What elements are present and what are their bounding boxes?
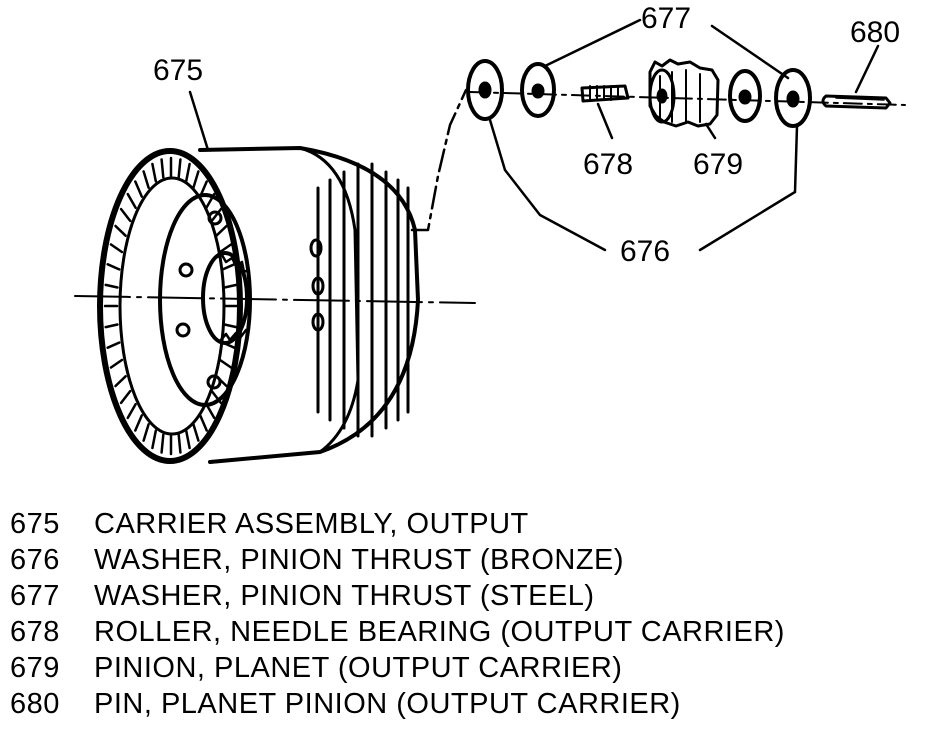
ring-gear-tooth — [134, 414, 144, 432]
legend-number: 679 — [10, 652, 60, 684]
callout-679: 679 — [693, 148, 743, 181]
carrier-assembly-drawing — [74, 88, 476, 464]
legend-row-677: 677 WASHER, PINION THRUST (STEEL) — [10, 580, 910, 616]
ring-gear-tooth — [192, 423, 200, 442]
ring-gear-tooth — [151, 429, 158, 450]
callout-677: 677 — [641, 2, 691, 35]
ring-gear-tooth — [160, 158, 165, 179]
ring-gear-tooth — [119, 207, 132, 223]
legend-number: 676 — [10, 544, 60, 576]
ring-gear-tooth — [223, 323, 238, 329]
ring-gear-tooth — [114, 375, 127, 388]
ring-gear-tooth — [109, 358, 124, 369]
ring-gear-tooth — [126, 402, 137, 420]
ring-gear-tooth — [221, 263, 236, 271]
ring-gear-tooth — [160, 433, 165, 454]
planet-pinion-gear — [648, 58, 720, 128]
ring-gear-tooth — [119, 389, 132, 405]
ring-gear-tooth — [223, 283, 238, 289]
bronze-washer-right — [774, 68, 812, 128]
ring-gear-tooth — [210, 207, 223, 223]
legend-row-676: 676 WASHER, PINION THRUST (BRONZE) — [10, 544, 910, 580]
ring-gear-tooth — [215, 224, 228, 237]
legend-description: WASHER, PINION THRUST (BRONZE) — [94, 544, 625, 576]
ring-gear-tooth — [142, 170, 150, 189]
ring-gear-tooth — [114, 224, 127, 237]
legend-description: CARRIER ASSEMBLY, OUTPUT — [94, 508, 529, 540]
steel-washer-left — [520, 62, 556, 118]
bronze-washer-left — [466, 59, 504, 121]
pinion-pin — [821, 94, 892, 110]
legend-description: WASHER, PINION THRUST (STEEL) — [94, 580, 595, 612]
exploded-parts-diagram: 675 677 680 678 679 676 — [74, 2, 906, 464]
ring-gear-tooth — [106, 341, 121, 349]
legend-number: 680 — [10, 688, 60, 720]
ring-gear-tooth — [142, 423, 150, 442]
pinion-parts-drawing — [466, 58, 906, 128]
parts-legend: 675 CARRIER ASSEMBLY, OUTPUT 676 WASHER,… — [10, 508, 910, 724]
callout-676: 676 — [620, 235, 670, 268]
ring-gear-tooth — [198, 414, 208, 432]
legend-number: 678 — [10, 616, 60, 648]
legend-number: 677 — [10, 580, 60, 612]
ring-gear-tooth — [134, 180, 144, 198]
ring-gear-tooth — [192, 170, 200, 189]
leader-lines — [188, 18, 880, 252]
ring-gear-tooth — [126, 192, 137, 210]
legend-row-678: 678 ROLLER, NEEDLE BEARING (OUTPUT CARRI… — [10, 616, 910, 652]
ring-gear-tooth — [218, 243, 233, 254]
ring-gear-tooth — [218, 358, 233, 369]
ring-gear-tooth — [104, 323, 119, 329]
ring-gear-tooth — [109, 243, 124, 254]
needle-bearing — [580, 84, 630, 103]
callout-675: 675 — [153, 54, 203, 87]
legend-description: PINION, PLANET (OUTPUT CARRIER) — [94, 652, 623, 684]
legend-description: ROLLER, NEEDLE BEARING (OUTPUT CARRIER) — [94, 616, 785, 648]
legend-row-675: 675 CARRIER ASSEMBLY, OUTPUT — [10, 508, 910, 544]
ring-gear-tooth — [184, 162, 191, 183]
callout-680: 680 — [850, 16, 900, 49]
legend-number: 675 — [10, 508, 60, 540]
ring-gear-tooth — [106, 263, 121, 271]
ring-gear-tooth — [104, 283, 119, 289]
ring-gear-tooth — [177, 158, 182, 179]
legend-row-679: 679 PINION, PLANET (OUTPUT CARRIER) — [10, 652, 910, 688]
callout-678: 678 — [583, 148, 633, 181]
ring-gear-tooth — [151, 162, 158, 183]
legend-description: PIN, PLANET PINION (OUTPUT CARRIER) — [94, 688, 681, 720]
steel-washer-right — [728, 69, 762, 123]
legend-row-680: 680 PIN, PLANET PINION (OUTPUT CARRIER) — [10, 688, 910, 724]
ring-gear-tooth — [184, 429, 191, 450]
ring-gear-tooth — [177, 433, 182, 454]
